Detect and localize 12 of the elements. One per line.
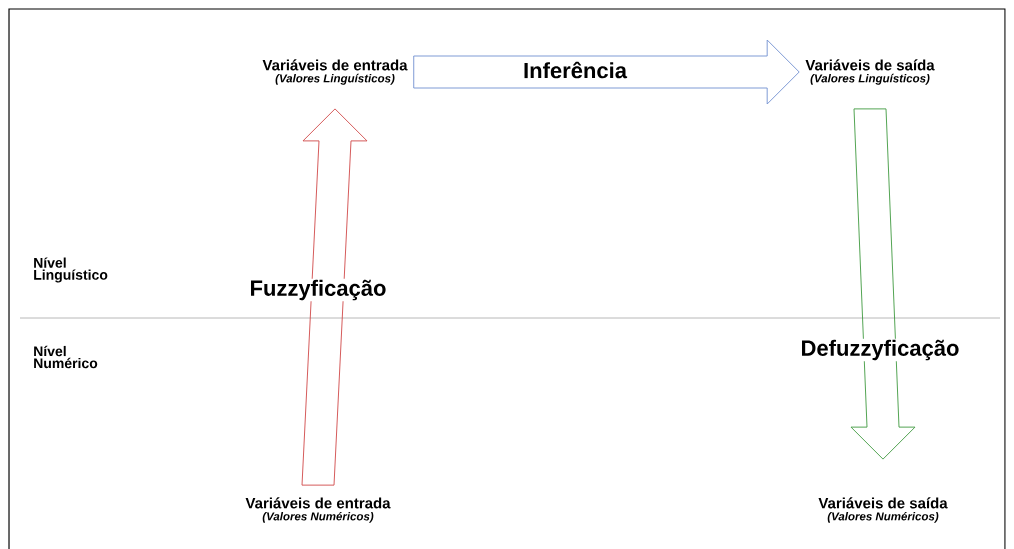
- block-arrow: [301, 108, 368, 486]
- level-label: Nível Linguístico: [34, 257, 108, 283]
- variable-label: Variáveis de entrada (Valores Numéricos): [245, 497, 391, 523]
- level-label: Nível Numérico: [34, 345, 98, 369]
- edge-label: Defuzzyficação: [799, 338, 961, 362]
- edge-label: Inferência: [522, 60, 628, 80]
- block-arrow: [850, 108, 916, 460]
- variable-label: Variáveis de entrada (Valores Linguísticos): [262, 59, 408, 85]
- variable-label: Variáveis de saída (Valores Linguísticos): [805, 59, 935, 85]
- variable-label: Variáveis de saída (Valores Numéricos): [818, 497, 948, 523]
- edge-label: Fuzzyficação: [248, 278, 388, 302]
- block-arrow: [413, 39, 800, 105]
